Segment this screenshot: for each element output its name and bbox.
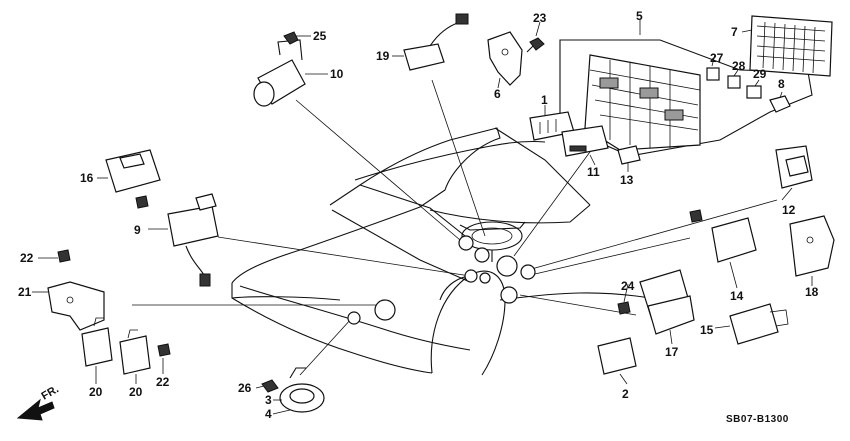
part-horn [279,367,325,413]
callout-11: 11 [587,165,600,179]
callout-ties [32,20,813,415]
callout-27: 27 [710,51,724,65]
callout-21: 21 [18,285,32,299]
part-unit-10 [253,39,306,107]
callout-20b: 20 [129,385,143,399]
part-relay-11 [561,125,609,157]
part-unit-2 [597,337,637,375]
callout-20a: 20 [89,385,103,399]
part-relay-13 [617,145,641,165]
part-bolt-22-bottom [157,343,171,357]
part-relay-20-right [119,329,151,375]
part-relay-20-left [81,317,113,367]
callout-19: 19 [376,49,390,63]
part-sensor-15 [729,303,789,345]
part-relay-12 [775,145,813,189]
part-unit-19 [403,13,469,71]
callout-22b: 22 [156,375,170,389]
car-outline [231,127,651,376]
callout-5: 5 [636,9,643,23]
part-unit-17 [639,269,695,335]
part-fuse-label [749,15,833,77]
callout-26: 26 [238,381,252,395]
callout-28: 28 [732,59,746,73]
callout-numbers: 1 2 3 4 5 6 7 8 9 10 11 12 13 14 15 16 1… [18,9,819,421]
part-bolt-22-top [57,249,71,263]
part-unit-14 [689,209,757,263]
callout-18: 18 [805,285,819,299]
callout-15: 15 [700,323,714,337]
callout-29: 29 [753,67,767,81]
callout-1: 1 [541,93,548,107]
callout-7: 7 [731,25,738,39]
part-bracket-21 [47,281,105,331]
part-bolt-23 [526,37,545,53]
part-clip-25 [283,31,299,45]
callout-6: 6 [494,87,501,101]
callout-12: 12 [782,203,796,217]
part-bolt-24 [617,301,631,315]
callout-2: 2 [622,387,629,401]
callout-23: 23 [533,11,547,25]
part-bolt-16 [135,195,149,209]
callout-10: 10 [330,67,344,81]
callout-16: 16 [80,171,94,185]
part-nut-26 [261,379,279,393]
part-small-fuses [706,67,791,113]
callout-25: 25 [313,29,327,43]
callout-13: 13 [620,173,634,187]
callout-9: 9 [134,223,141,237]
part-relay-16 [105,149,161,193]
part-bracket-18 [789,215,835,277]
location-markers [347,235,536,325]
callout-24: 24 [621,279,635,293]
front-direction-arrow [16,398,55,421]
leader-lines [80,79,778,376]
callout-4: 4 [265,407,272,421]
part-unit-9 [167,193,219,287]
part-fuse-box-assembly [559,39,813,157]
callout-3: 3 [265,393,272,407]
callout-8: 8 [778,77,785,91]
callout-17: 17 [665,345,679,359]
callout-14: 14 [730,289,744,303]
direction-label: FR. [40,383,61,402]
diagram-code: SB07-B1300 [726,414,789,425]
part-bracket-6 [487,31,523,86]
callout-22a: 22 [20,251,34,265]
